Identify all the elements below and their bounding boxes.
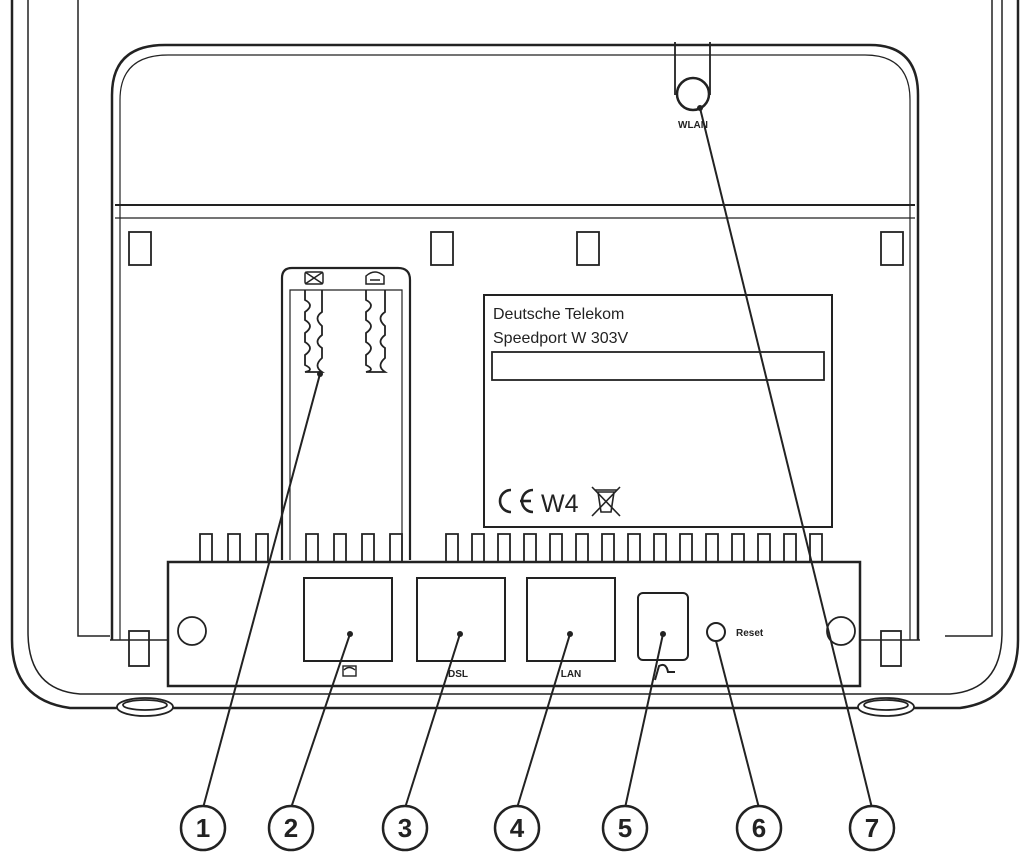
callout-circle-2	[267, 804, 315, 852]
callout-number-2: 2	[284, 813, 298, 843]
cooling-fin	[809, 533, 823, 562]
cooling-fin	[757, 533, 771, 562]
screw-holes	[177, 616, 856, 646]
dsl-port-label: DSL	[448, 669, 468, 680]
callout-number-7: 7	[865, 813, 879, 843]
lan-port-label: LAN	[561, 669, 582, 680]
dsl-port[interactable]	[416, 577, 506, 662]
label-marking: W4	[541, 490, 579, 518]
cooling-fin	[445, 533, 459, 562]
wlan-antenna	[674, 42, 711, 112]
port-panel	[110, 560, 920, 688]
callout-circle-3	[381, 804, 429, 852]
cooling-fin	[575, 533, 589, 562]
cooling-fin	[731, 533, 745, 562]
cooling-fin	[627, 533, 641, 562]
callout-markers: 1 2 3 4 5 6 7	[179, 804, 896, 852]
cooling-fin	[497, 533, 511, 562]
ce-mark-icon	[498, 488, 534, 514]
phone-port[interactable]	[303, 577, 393, 662]
wlan-label: WLAN	[678, 120, 708, 131]
cooling-fin	[783, 533, 797, 562]
power-plug-icon	[654, 663, 675, 681]
cooling-fins	[199, 533, 823, 562]
reset-label: Reset	[736, 628, 764, 639]
outer-housing	[10, 0, 1020, 710]
inner-panel	[110, 43, 920, 640]
callout-leader-lines	[202, 107, 873, 809]
callout-circle-1	[179, 804, 227, 852]
label-brand: Deutsche Telekom	[493, 306, 624, 323]
callout-circle-7	[848, 804, 896, 852]
cooling-fin	[471, 533, 485, 562]
callout-circle-5	[601, 804, 649, 852]
phone-port-icon	[342, 665, 357, 677]
cooling-fin	[679, 533, 693, 562]
callout-number-3: 3	[398, 813, 412, 843]
power-socket[interactable]	[637, 592, 689, 661]
callout-number-4: 4	[510, 813, 525, 843]
cooling-fin	[389, 533, 403, 562]
cooling-fin	[227, 533, 241, 562]
cooling-fin	[523, 533, 537, 562]
cooling-fin	[255, 533, 269, 562]
reset-button[interactable]	[706, 622, 726, 642]
lan-port[interactable]	[526, 577, 616, 662]
housing-slots	[128, 231, 904, 667]
cooling-fin	[199, 533, 213, 562]
callout-number-1: 1	[196, 813, 210, 843]
callout-circle-4	[493, 804, 541, 852]
callout-number-5: 5	[618, 813, 632, 843]
label-model: Speedport W 303V	[493, 330, 629, 347]
cooling-fin	[653, 533, 667, 562]
housing-feet	[116, 697, 915, 717]
phone-icon	[365, 271, 385, 285]
leader-dots	[317, 105, 703, 637]
weee-bin-icon	[591, 486, 621, 517]
cooling-fin	[705, 533, 719, 562]
cable-channel	[280, 266, 412, 560]
cooling-fin	[305, 533, 319, 562]
callout-circle-6	[735, 804, 783, 852]
cooling-fin	[549, 533, 563, 562]
no-phone-icon	[304, 271, 324, 285]
cooling-fin	[333, 533, 347, 562]
cooling-fin	[361, 533, 375, 562]
cooling-fin	[601, 533, 615, 562]
callout-number-6: 6	[752, 813, 766, 843]
